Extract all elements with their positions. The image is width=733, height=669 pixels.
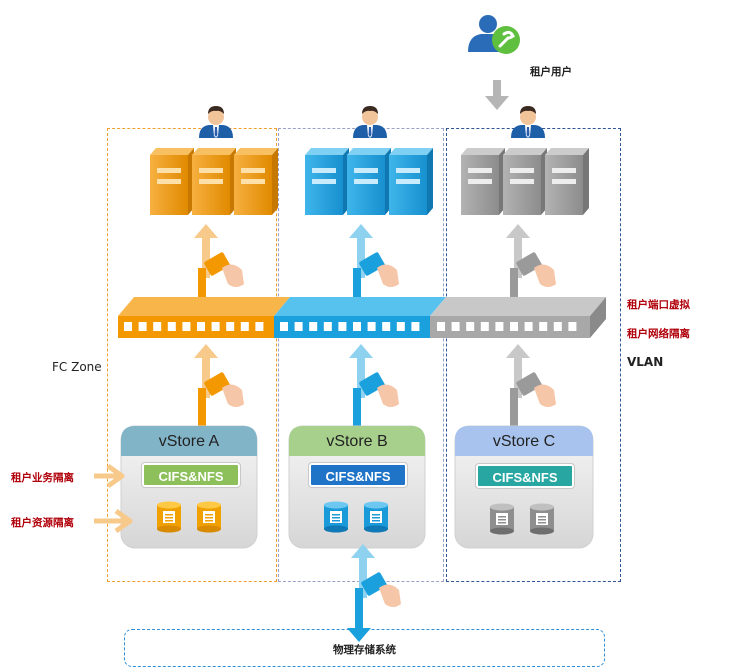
vlan-label: VLAN	[627, 355, 664, 369]
physical-storage-system-label: 物理存储系统	[333, 644, 396, 656]
resource-isolation-arrow	[94, 508, 133, 534]
switch-port	[323, 322, 332, 331]
server-group-a	[150, 148, 278, 215]
switch-port	[153, 322, 162, 331]
disk-icon-b1	[324, 501, 348, 533]
switch-port	[539, 322, 548, 331]
vstore-a-title: vStore A	[158, 433, 220, 450]
switch-port	[124, 322, 132, 331]
switch-port	[294, 322, 303, 331]
disk-icon-a1	[157, 501, 181, 533]
fc-switch	[118, 297, 606, 338]
tenant-user-label: 租户用户	[530, 66, 572, 78]
switch-port	[367, 322, 376, 331]
server-group-c	[461, 148, 589, 215]
switch-port	[309, 322, 318, 331]
vstore-b-panel	[288, 425, 426, 549]
service-isolation-arrow	[94, 463, 125, 489]
switch-port	[510, 322, 518, 331]
switch-port	[466, 322, 475, 331]
switch-port	[524, 322, 533, 331]
switch-port	[211, 322, 220, 331]
switch-port	[182, 322, 191, 331]
switch-port	[240, 322, 249, 331]
switch-port	[280, 322, 288, 331]
vstore-b-protocol-badge: CIFS&NFS	[309, 463, 407, 487]
transfer-arrow-storage	[347, 544, 401, 642]
switch-port	[553, 322, 562, 331]
resource-isolation-label: 租户资源隔离	[11, 517, 74, 529]
switch-port	[353, 322, 361, 331]
switch-port	[495, 322, 504, 331]
switch-ports	[124, 322, 577, 331]
switch-port	[255, 322, 264, 331]
vstore-b-title: vStore B	[326, 433, 388, 450]
switch-port	[396, 322, 405, 331]
service-isolation-label: 租户业务隔离	[11, 472, 74, 484]
port-virtualization-label: 租户端口虚拟	[627, 299, 690, 311]
disk-icon-c2	[530, 503, 554, 535]
switch-port	[411, 322, 420, 331]
user-icon-b	[353, 106, 387, 138]
vstore-a-protocol-badge: CIFS&NFS	[142, 463, 240, 487]
tenant-user-icon	[468, 15, 520, 54]
disk-icon-a2	[197, 501, 221, 533]
user-icon-c	[511, 106, 545, 138]
tenant-user-down-arrow	[485, 80, 509, 110]
switch-port	[451, 322, 460, 331]
switch-port	[480, 322, 489, 331]
switch-port	[167, 322, 176, 331]
network-isolation-label: 租户网络隔离	[627, 328, 690, 340]
server-group-b	[305, 148, 433, 215]
vstore-c-title: vStore C	[492, 433, 556, 450]
vstore-a-panel	[120, 425, 258, 549]
zone-a-boundary	[107, 128, 277, 582]
switch-port	[338, 322, 347, 331]
switch-port	[226, 322, 235, 331]
vstore-c-protocol-badge: CIFS&NFS	[476, 464, 574, 488]
disk-icon-c1	[490, 503, 514, 535]
switch-port	[138, 322, 147, 331]
switch-port	[197, 322, 205, 331]
switch-port	[437, 322, 445, 331]
switch-port	[382, 322, 391, 331]
disk-icon-b2	[364, 501, 388, 533]
fc-zone-label: FC Zone	[52, 360, 102, 374]
user-icon-a	[199, 106, 233, 138]
switch-port	[568, 322, 577, 331]
